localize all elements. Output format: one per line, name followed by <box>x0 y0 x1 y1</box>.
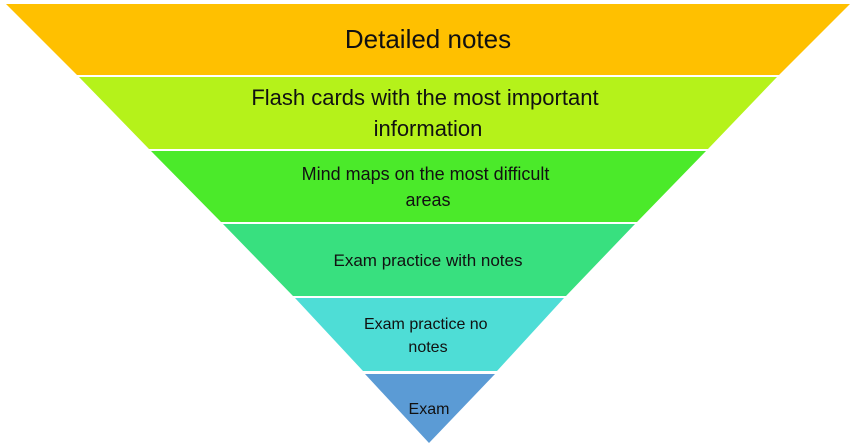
level-2-line-1: Flash cards with the most important <box>251 85 598 110</box>
level-1-line-1: Detailed notes <box>345 24 511 54</box>
level-5-label: Exam practice no notes <box>364 316 492 356</box>
level-1-group: Detailed notes <box>6 4 850 75</box>
level-2-line-2: information <box>374 116 483 141</box>
level-6-line-1: Exam <box>409 401 450 418</box>
level-5-line-1: Exam practice no <box>364 316 488 333</box>
level-3-line-1: Mind maps on the most difficult <box>302 164 550 184</box>
level-2-label: Flash cards with the most important info… <box>251 85 604 141</box>
level-1-band <box>6 4 850 75</box>
level-3-band <box>151 151 706 222</box>
level-6-group: Exam <box>365 374 495 443</box>
level-5-line-2: notes <box>408 339 447 356</box>
level-4-line-1: Exam practice with notes <box>334 251 523 270</box>
level-4-group: Exam practice with notes <box>223 224 635 296</box>
level-3-label: Mind maps on the most difficult areas <box>302 164 555 210</box>
level-5-band <box>295 298 564 371</box>
level-3-line-2: areas <box>405 190 450 210</box>
level-6-label: Exam <box>409 401 450 418</box>
level-5-group: Exam practice no notes <box>295 298 564 371</box>
level-3-group: Mind maps on the most difficult areas <box>151 151 706 222</box>
level-2-band <box>79 77 777 149</box>
level-2-group: Flash cards with the most important info… <box>79 77 777 149</box>
level-4-band <box>223 224 635 296</box>
level-1-label: Detailed notes <box>345 24 511 54</box>
level-6-band <box>365 374 495 443</box>
level-4-label: Exam practice with notes <box>334 251 523 270</box>
